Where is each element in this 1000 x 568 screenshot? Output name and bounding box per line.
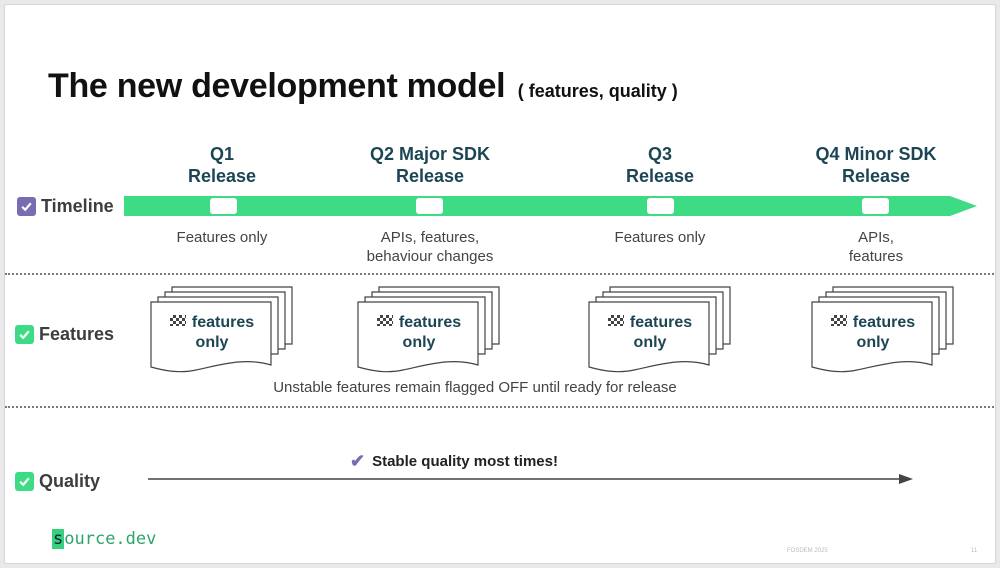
- doc-label: features only: [588, 313, 712, 353]
- title-subtitle: ( features, quality ): [517, 81, 678, 101]
- document-stack-icon: [588, 286, 731, 373]
- quarter-desc-q4: APIs, features: [791, 228, 961, 266]
- doc-label-line2: only: [402, 334, 436, 351]
- brand-logo: source.dev: [52, 529, 156, 549]
- quarter-name: Q1: [209, 144, 234, 164]
- checkered-flag-icon: [169, 315, 186, 326]
- checkered-flag-icon: [607, 315, 624, 326]
- quarter-release: Release: [395, 166, 465, 186]
- checkered-flag-icon: [830, 315, 847, 326]
- brand-text: ource.dev: [64, 529, 157, 549]
- document-stack-icon: [150, 286, 293, 373]
- milestone-marker-q2: [416, 198, 443, 214]
- footer-event: FOSDEM 2025: [787, 548, 828, 554]
- features-note: Unstable features remain flagged OFF unt…: [273, 379, 677, 396]
- quarter-heading-q1: Q1 Release: [147, 143, 297, 187]
- checkbox-icon: [17, 197, 36, 216]
- quarter-name: Q2 Major SDK: [369, 144, 491, 164]
- doc-label-line2: only: [856, 334, 890, 351]
- desc-line: features: [848, 248, 904, 265]
- milestone-marker-q3: [647, 198, 674, 214]
- desc-line: Features only: [614, 229, 706, 246]
- quarter-name: Q4 Minor SDK: [815, 144, 937, 164]
- quarter-release: Release: [187, 166, 257, 186]
- quarter-heading-q3: Q3 Release: [585, 143, 735, 187]
- quality-note: ✔ Stable quality most times!: [350, 451, 558, 472]
- milestone-marker-q4: [862, 198, 889, 214]
- slide-title: The new development model ( features, qu…: [48, 67, 678, 106]
- quarter-heading-q2: Q2 Major SDK Release: [345, 143, 515, 187]
- quarter-release: Release: [625, 166, 695, 186]
- quarter-release: Release: [841, 166, 911, 186]
- checkered-flag-icon: [376, 315, 393, 326]
- row-label-features: Features: [15, 324, 114, 345]
- footer-page-number: 11: [971, 548, 978, 554]
- desc-line: APIs,: [858, 229, 894, 246]
- slide: The new development model ( features, qu…: [4, 4, 996, 564]
- row-label-timeline: Timeline: [17, 196, 114, 217]
- doc-label: features only: [357, 313, 481, 353]
- quarter-name: Q3: [647, 144, 672, 164]
- doc-label-line1: features: [852, 314, 916, 331]
- checkbox-icon: [15, 472, 34, 491]
- title-main: The new development model: [48, 67, 506, 105]
- doc-label-line1: features: [191, 314, 255, 331]
- milestone-marker-q1: [210, 198, 237, 214]
- desc-line: behaviour changes: [366, 248, 494, 265]
- quality-arrow-head: [899, 474, 913, 484]
- quality-note-text: Stable quality most times!: [372, 453, 558, 470]
- feature-doc-stack-q4: features only: [811, 286, 961, 376]
- section-divider: [5, 273, 995, 275]
- timeline-bar: [124, 196, 977, 216]
- doc-label-line1: features: [629, 314, 693, 331]
- brand-cursor: s: [52, 529, 65, 549]
- feature-doc-stack-q3: features only: [588, 286, 738, 376]
- row-label-text: Timeline: [41, 196, 114, 216]
- checkbox-icon: [15, 325, 34, 344]
- feature-doc-stack-q2: features only: [357, 286, 507, 376]
- row-label-quality: Quality: [15, 471, 100, 492]
- doc-label-line1: features: [398, 314, 462, 331]
- feature-doc-stack-q1: features only: [150, 286, 300, 376]
- row-label-text: Features: [39, 324, 115, 344]
- quarter-heading-q4: Q4 Minor SDK Release: [791, 143, 961, 187]
- timeline-arrow: [124, 196, 977, 484]
- section-divider: [5, 406, 995, 408]
- desc-line: Features only: [176, 229, 268, 246]
- quarter-desc-q3: Features only: [585, 228, 735, 247]
- quarter-desc-q1: Features only: [147, 228, 297, 247]
- doc-label: features only: [811, 313, 935, 353]
- doc-label: features only: [150, 313, 274, 353]
- checkmark-icon: ✔: [350, 451, 366, 471]
- desc-line: APIs, features,: [380, 229, 480, 246]
- doc-label-line2: only: [195, 334, 229, 351]
- document-stack-icon: [811, 286, 954, 373]
- row-label-text: Quality: [39, 471, 101, 491]
- quarter-desc-q2: APIs, features, behaviour changes: [345, 228, 515, 266]
- doc-label-line2: only: [633, 334, 667, 351]
